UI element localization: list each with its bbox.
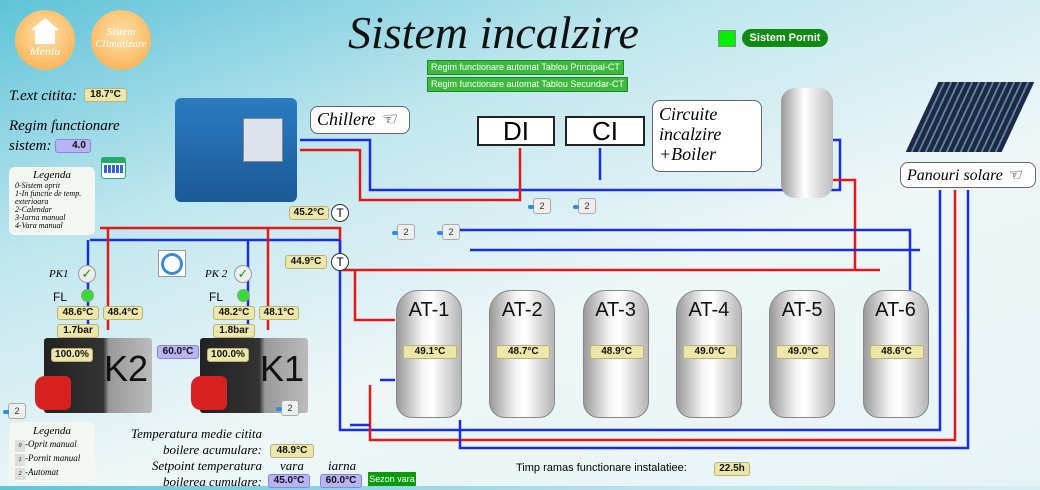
pump-control[interactable]: 2	[528, 198, 551, 214]
burner-icon	[35, 376, 71, 410]
chillere-button[interactable]: Chillere ☜	[310, 106, 410, 134]
vara-label: vara	[280, 458, 304, 473]
circuite-button[interactable]: Circuite incalzire +Boiler	[652, 100, 762, 172]
thermometer-icon: T	[331, 253, 349, 271]
chiller-unit-image	[175, 98, 297, 202]
flow-label: FL	[53, 290, 68, 304]
boiler-temp-out: 48.1°C	[259, 306, 299, 320]
flow-label: FL	[209, 290, 224, 304]
ci-box: CI	[565, 116, 645, 146]
burner-icon	[191, 376, 227, 410]
timp-value: 22.5h	[714, 462, 750, 476]
system-status-button[interactable]: Sistem Pornit	[742, 29, 828, 47]
tank-temp: 48.9°C	[589, 345, 644, 359]
page-title: Sistem incalzire	[348, 7, 639, 58]
tank-temp: 48.6°C	[869, 345, 924, 359]
boiler-load: 100.0%	[207, 348, 249, 362]
panouri-solare-button[interactable]: Panouri solare ☜	[900, 162, 1036, 188]
pump-control[interactable]: 2	[3, 403, 26, 419]
timp-label: Timp ramas functionare instalatiee:	[516, 462, 687, 474]
thermometer-icon: T	[331, 204, 349, 222]
tank-temp: 49.1°C	[403, 345, 457, 359]
pump-control[interactable]: 2	[276, 400, 299, 416]
boiler-load: 100.0%	[51, 348, 93, 362]
hand-pointer-icon: ☜	[379, 109, 396, 129]
season-indicator: Sezon vara	[368, 472, 416, 486]
regim-label: Regim functionare sistem:	[9, 118, 120, 154]
calendar-icon[interactable]	[101, 157, 126, 179]
di-box: DI	[477, 116, 555, 146]
menu-button[interactable]: Meniu	[15, 10, 75, 70]
boiler-tank-image	[781, 88, 833, 198]
boiler-pressure: 1.8bar	[213, 324, 255, 338]
tank-temp: 48.7°C	[496, 345, 551, 359]
tank-temp: 49.0°C	[776, 345, 831, 359]
boiler-setpoint[interactable]: 60.0°C	[157, 345, 199, 359]
mode-secundar-label: Regim functionare automat Tablou Secunda…	[427, 77, 628, 92]
boiler-temp-out: 48.4°C	[103, 306, 143, 320]
iarna-label: iarna	[328, 458, 357, 473]
check-valve-icon[interactable]: ✓	[78, 265, 96, 283]
tank-temp: 49.0°C	[682, 345, 737, 359]
clock-icon[interactable]	[158, 250, 186, 277]
mode-principal-label: Regim functionare automat Tablou Princip…	[427, 60, 624, 75]
check-valve-icon[interactable]: ✓	[234, 265, 252, 283]
pump-label: PK1	[49, 268, 69, 280]
pump-label: PK 2	[205, 268, 228, 280]
avg-temp-value: 48.9°C	[270, 444, 314, 458]
pump-control[interactable]: 2	[392, 224, 415, 240]
flow-indicator	[81, 289, 94, 302]
temp-2: 44.9°C	[285, 255, 327, 269]
boiler-pressure: 1.7bar	[57, 324, 99, 338]
pump-control[interactable]: 2	[437, 224, 460, 240]
text-label: T.ext citita:	[9, 88, 78, 104]
status-indicator	[718, 30, 736, 47]
boiler-temp-in: 48.2°C	[213, 306, 255, 320]
regim-value[interactable]: 4.0	[55, 139, 91, 153]
flow-indicator	[237, 289, 250, 302]
temp-1: 45.2°C	[289, 206, 329, 220]
boiler-temp-in: 48.6°C	[57, 306, 99, 320]
legend-pumps: Legenda 0-Oprit manual 1-Pornit manual 2…	[9, 422, 95, 482]
home-icon	[31, 18, 59, 30]
pump-control[interactable]: 2	[573, 198, 596, 214]
text-value: 18.7°C	[84, 88, 127, 102]
climatizare-button[interactable]: Sistem Climatizare	[91, 10, 151, 70]
